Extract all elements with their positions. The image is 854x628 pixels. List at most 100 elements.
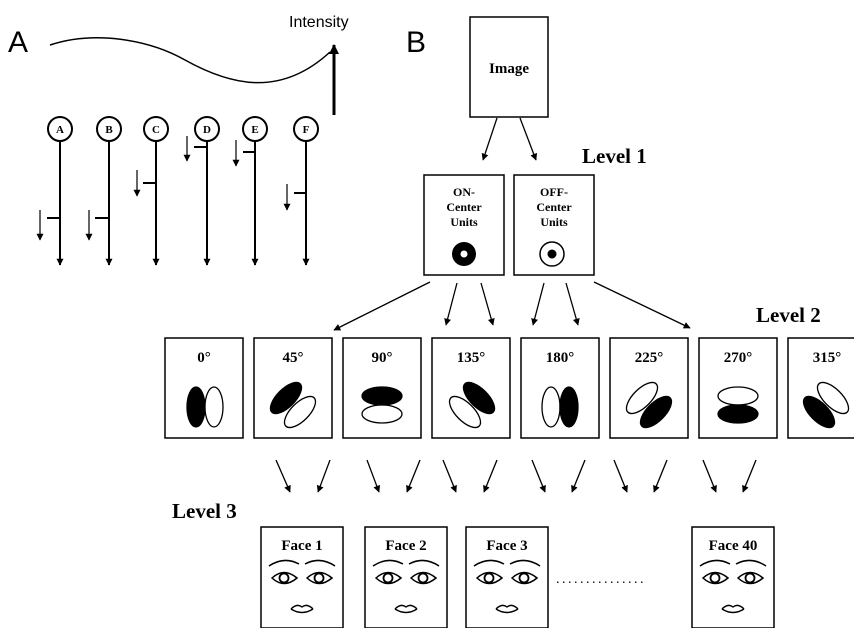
face-box-1: Face 1 xyxy=(260,526,344,628)
face-label: Face 3 xyxy=(486,538,527,554)
eyebrow-right xyxy=(408,559,440,567)
neuron-label: D xyxy=(203,124,211,136)
off-center-units-box: OFF- Center Units xyxy=(513,174,595,276)
neuron-label: A xyxy=(56,124,64,136)
filter-white-lobe xyxy=(448,395,482,429)
level-3-label: Level 3 xyxy=(172,499,237,523)
pupil-left xyxy=(709,572,721,584)
neuron-label: C xyxy=(152,124,160,136)
faces-ellipsis: ............... xyxy=(556,572,646,587)
eyebrow-left xyxy=(268,559,300,567)
orientation-label: 270° xyxy=(724,350,753,366)
filter-black-lobe xyxy=(361,386,403,406)
orientation-label: 0° xyxy=(197,350,211,366)
filter-white-lobe xyxy=(717,386,759,406)
filter-black-lobe xyxy=(462,381,496,415)
level-1-label: Level 1 xyxy=(582,144,647,168)
level1-to-level2-arrow xyxy=(444,282,458,326)
mouth xyxy=(495,604,519,614)
orientation-box-180: 180° xyxy=(520,337,600,439)
on-center-line-2: Center xyxy=(446,200,482,214)
level2-to-level3-arrow xyxy=(366,459,381,493)
face-label: Face 2 xyxy=(385,538,426,554)
orientation-box-45: 45° xyxy=(253,337,333,439)
panel-b: B Image Level 1 ON- Center Units OFF- Ce… xyxy=(164,16,854,628)
level2-to-level3-arrow xyxy=(742,459,757,493)
image-to-off-arrow xyxy=(519,117,538,161)
filter-black-lobe xyxy=(802,395,836,429)
filter-black-lobe xyxy=(717,404,759,424)
neuron-f: F xyxy=(283,116,319,266)
face-label: Face 1 xyxy=(281,538,322,554)
neuron-b: B xyxy=(85,116,122,266)
filter-black-lobe xyxy=(186,386,206,428)
filter-white-lobe xyxy=(541,386,561,428)
filter-white-lobe xyxy=(361,404,403,424)
eyebrow-right xyxy=(509,559,541,567)
neuron-label: E xyxy=(251,124,258,136)
pupil-right xyxy=(518,572,530,584)
level2-to-level3-arrow xyxy=(653,459,668,493)
pupil-left xyxy=(483,572,495,584)
neuron-e: E xyxy=(232,116,268,266)
level-2-label: Level 2 xyxy=(756,303,821,327)
panel-b-label: B xyxy=(406,26,426,59)
level2-to-level3-arrow xyxy=(702,459,717,493)
face-box-40: Face 40 xyxy=(691,526,775,628)
image-to-on-arrow xyxy=(481,117,498,161)
on-center-line-3: Units xyxy=(450,215,478,229)
pupil-right xyxy=(313,572,325,584)
mouth xyxy=(721,604,745,614)
neuron-label: B xyxy=(105,124,113,136)
level1-to-level2-arrow xyxy=(531,282,545,326)
face-label: Face 40 xyxy=(709,538,758,554)
level1-to-level2-arrow xyxy=(480,282,495,326)
mouth xyxy=(290,604,314,614)
orientation-label: 225° xyxy=(635,350,664,366)
level2-to-level3-arrow xyxy=(442,459,457,493)
intensity-curve xyxy=(49,37,331,84)
image-box xyxy=(469,16,549,118)
filter-black-lobe xyxy=(559,386,579,428)
neuron-d: D xyxy=(183,116,220,266)
level2-to-level3-arrow xyxy=(483,459,498,493)
level2-to-level3-arrow xyxy=(571,459,586,493)
orientation-box-0: 0° xyxy=(164,337,244,439)
on-center-line-1: ON- xyxy=(453,185,475,199)
pupil-right xyxy=(744,572,756,584)
orientation-frame xyxy=(520,337,600,439)
orientation-label: 90° xyxy=(372,350,393,366)
intensity-label: Intensity xyxy=(289,14,349,31)
image-label: Image xyxy=(489,61,529,77)
eyebrow-right xyxy=(735,559,767,567)
orientation-label: 135° xyxy=(457,350,486,366)
eyebrow-left xyxy=(473,559,505,567)
level2-to-level3-arrow xyxy=(406,459,421,493)
off-center-line-1: OFF- xyxy=(540,185,568,199)
orientation-label: 45° xyxy=(283,350,304,366)
pupil-right xyxy=(417,572,429,584)
orientation-box-90: 90° xyxy=(342,337,422,439)
pupil-left xyxy=(278,572,290,584)
panel-a-label: A xyxy=(8,26,28,59)
filter-white-lobe xyxy=(816,381,850,415)
level2-to-level3-arrow xyxy=(613,459,628,493)
filter-white-lobe xyxy=(283,395,317,429)
neuron-c: C xyxy=(133,116,169,266)
on-center-units-box: ON- Center Units xyxy=(423,174,505,276)
mouth xyxy=(394,604,418,614)
eyebrow-right xyxy=(304,559,336,567)
filter-black-lobe xyxy=(269,381,303,415)
neuron-a: A xyxy=(36,116,73,266)
level1-to-level2-arrow xyxy=(593,281,691,329)
filter-black-lobe xyxy=(639,395,673,429)
off-center-line-2: Center xyxy=(536,200,572,214)
face-box-2: Face 2 xyxy=(364,526,448,628)
eyebrow-left xyxy=(372,559,404,567)
pupil-left xyxy=(382,572,394,584)
filter-white-lobe xyxy=(204,386,224,428)
panel-a: A Intensity A B C D xyxy=(8,14,349,266)
level2-to-level3-arrow xyxy=(531,459,546,493)
orientation-box-135: 135° xyxy=(431,337,511,439)
